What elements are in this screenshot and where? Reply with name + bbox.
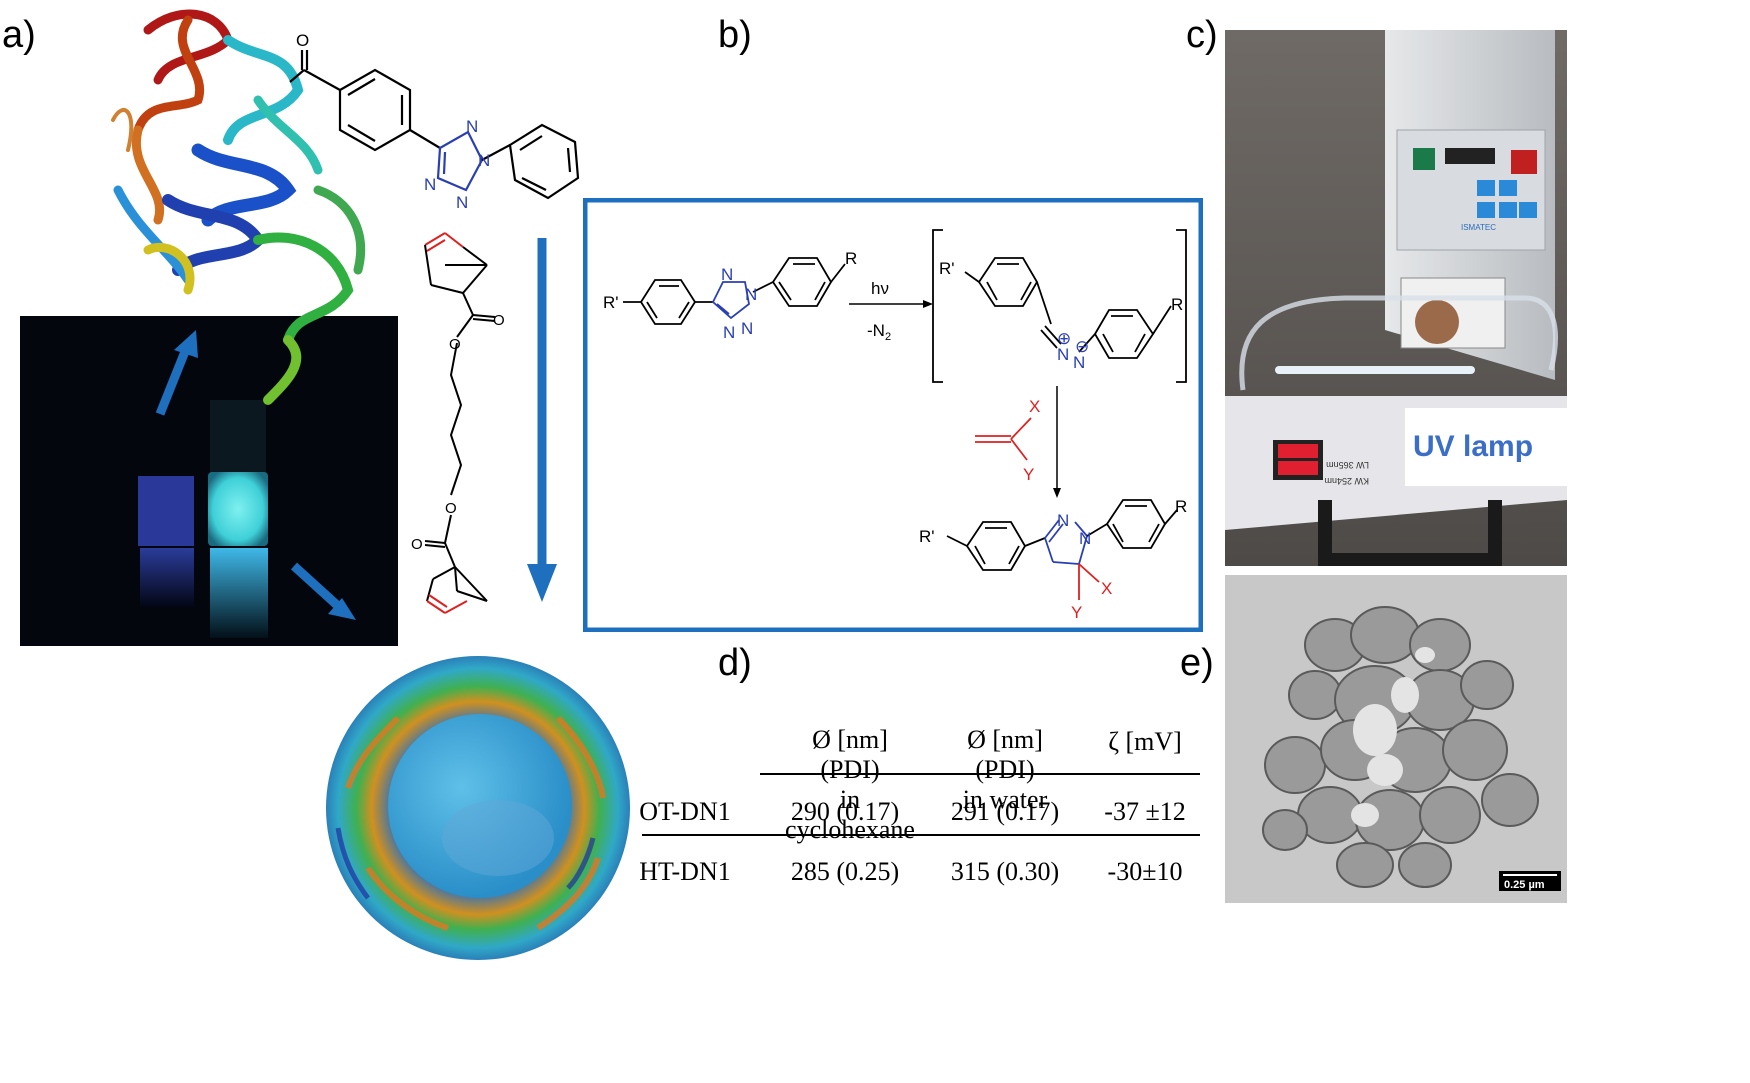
uv-lamp-photo: ISMATEC LW 365nm KW 254nm UV lamp [1225,30,1567,566]
arrow-up-icon [155,342,193,416]
light-label: hν [871,279,889,298]
arrow-down-icon [527,238,557,602]
header-zeta: ζ [mV] [1108,727,1182,756]
pump-brand: ISMATEC [1461,223,1496,232]
reactant-r-prime: R' [603,293,619,312]
vial-blue [138,476,194,546]
row-name: HT-DN1 [639,857,731,886]
reactant-n2: N [745,285,757,304]
panel-label-e: e) [1180,642,1214,684]
plus-charge: ⊕ [1057,329,1071,348]
cell-cyclohexane: 285 (0.25) [790,857,900,886]
header-water: Ø [nm] (PDI) in water [962,725,1048,814]
cell-water: 291 (0.17) [950,797,1060,826]
uv-lamp-label-card [1405,408,1567,486]
cell-water: 315 (0.30) [950,857,1060,886]
protein-ribbon-structure [111,9,366,405]
minus-charge: ⊖ [1075,337,1089,356]
cell-cyclohexane: 290 (0.17) [790,797,900,826]
panel-label-c: c) [1186,14,1218,56]
reactant-n3: N [741,319,753,338]
header-cyclohexane: Ø [nm] (PDI) in cyclohexane [785,725,915,844]
panel-label-a: a) [2,14,36,56]
n2-loss-label: -N2 [867,321,891,343]
reactant-n1: N [721,265,733,284]
panel-label-d: d) [718,642,752,684]
tem-micrograph: 0.25 µm [1225,575,1567,903]
intermediate-n1: N [1057,345,1069,364]
ester-o-label-1: O [493,312,505,329]
reactant-r: R [845,249,857,268]
product-n1: N [1057,511,1069,530]
carbonyl-o-label: O [296,31,309,50]
row-rule [642,834,1200,836]
reactant-n4: N [723,323,735,342]
dipolarophile-y: Y [1023,465,1034,484]
row-name: OT-DN1 [639,797,731,826]
tetrazole-phenyl-structure: O N N N N [289,31,580,212]
header-rule [760,773,1200,775]
pump-power-button [1413,148,1435,170]
dipolarophile-x: X [1029,397,1040,416]
nanocapsule-sphere [326,656,630,960]
norbornene-linker-structure: O O O O [411,232,505,614]
product-r-prime: R' [919,527,935,546]
intermediate-r: R [1171,295,1183,314]
vial-cyan [208,472,268,546]
tetrazole-n2: N [478,151,490,170]
lamp-handle [1318,500,1502,566]
cell-zeta: -37 ±12 [1104,797,1186,826]
product-y: Y [1071,603,1082,622]
panel-label-b: b) [718,14,752,56]
arrow-down-right-icon [290,562,342,610]
uv-lamp-label: UV lamp [1413,430,1533,463]
product-x: X [1101,579,1112,598]
ester-o-label-2: O [449,336,461,353]
product-n2: N [1079,529,1091,548]
tetrazole-n1: N [466,117,478,136]
tetrazole-n4: N [424,175,436,194]
ester-o-label-4: O [411,536,423,553]
switch-label-2: KW 254nm [1324,476,1369,486]
intermediate-r-prime: R' [939,259,955,278]
cell-zeta: -30±10 [1107,857,1183,886]
uv-tube [1275,366,1475,374]
tubing [1239,295,1558,391]
bracket-right [1176,229,1187,383]
ester-o-label-3: O [445,500,457,517]
vial-cap [210,400,266,476]
scheme-frame [583,198,1203,632]
product-r: R [1175,497,1187,516]
bracket-left [932,229,943,383]
fluorescence-vials-photo [20,316,398,646]
switch-label-1: LW 365nm [1326,460,1369,470]
reaction-scheme-box: R' R N N N N hν -N2 R' R N N ⊕ ⊖ X Y [583,198,1203,632]
tetrazole-n3: N [456,193,468,212]
intermediate-n2: N [1073,353,1085,372]
scale-bar-label: 0.25 µm [1504,879,1545,891]
